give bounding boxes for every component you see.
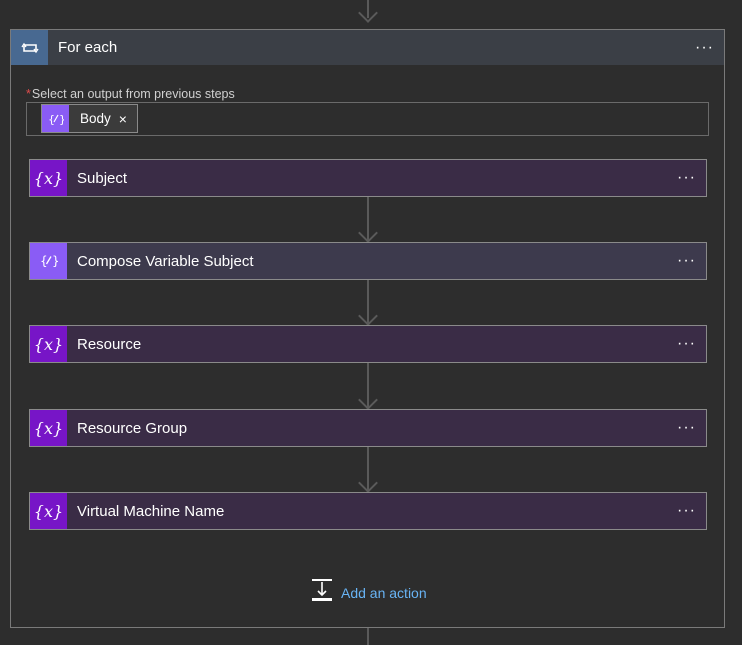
action-more-button[interactable]: ··· <box>677 335 696 352</box>
variable-icon: {x} <box>30 493 67 529</box>
compose-icon: { } <box>30 243 67 279</box>
connector-2-arrow <box>358 306 378 326</box>
action-card-resource-group[interactable]: {x} Resource Group ··· <box>29 409 707 447</box>
for-each-header[interactable]: For each ··· <box>11 30 724 65</box>
compose-icon: { } <box>42 105 69 132</box>
variable-icon: {x} <box>30 160 67 196</box>
add-action-icon <box>311 578 333 607</box>
add-action-label: Add an action <box>341 584 427 601</box>
add-an-action-button[interactable]: Add an action <box>311 578 427 607</box>
action-more-button[interactable]: ··· <box>677 169 696 186</box>
remove-token-button[interactable]: × <box>118 110 127 127</box>
connector-bottom <box>367 628 369 645</box>
connector-4-arrow <box>358 473 378 493</box>
action-card-resource[interactable]: {x} Resource ··· <box>29 325 707 363</box>
svg-text:}: } <box>52 254 58 268</box>
svg-text:{: { <box>48 113 55 126</box>
connector-3-arrow <box>358 390 378 410</box>
action-title: Resource Group <box>77 419 188 437</box>
variable-icon: {x} <box>30 326 67 362</box>
for-each-scope: For each ··· *Select an output from prev… <box>10 29 725 628</box>
connector-2 <box>367 280 369 324</box>
action-card-compose-variable-subject[interactable]: { } Compose Variable Subject ··· <box>29 242 707 280</box>
action-card-subject[interactable]: {x} Subject ··· <box>29 159 707 197</box>
required-mark: * <box>26 87 31 101</box>
action-more-button[interactable]: ··· <box>677 252 696 269</box>
action-title: Subject <box>77 169 128 187</box>
select-output-field[interactable]: { } Body × <box>26 102 709 136</box>
action-more-button[interactable]: ··· <box>677 419 696 436</box>
svg-text:}: } <box>59 113 64 126</box>
loop-icon <box>11 30 48 65</box>
variable-icon: {x} <box>30 410 67 446</box>
connector-3 <box>367 363 369 408</box>
connector-1-arrow <box>358 223 378 243</box>
for-each-more-button[interactable]: ··· <box>695 38 714 56</box>
action-title: Resource <box>77 335 142 353</box>
connector-4 <box>367 447 369 491</box>
action-card-virtual-machine-name[interactable]: {x} Virtual Machine Name ··· <box>29 492 707 530</box>
body-token-label: Body <box>80 111 111 126</box>
action-title: Virtual Machine Name <box>77 502 225 520</box>
body-token[interactable]: { } Body × <box>41 104 138 133</box>
connector-top-arrow <box>358 3 378 23</box>
for-each-title: For each <box>58 39 118 56</box>
select-output-label: *Select an output from previous steps <box>26 87 235 101</box>
action-title: Compose Variable Subject <box>77 252 254 270</box>
svg-text:{: { <box>40 254 48 268</box>
connector-top <box>367 0 369 18</box>
select-output-label-text: Select an output from previous steps <box>31 87 235 101</box>
action-more-button[interactable]: ··· <box>677 502 696 519</box>
connector-1 <box>367 197 369 241</box>
